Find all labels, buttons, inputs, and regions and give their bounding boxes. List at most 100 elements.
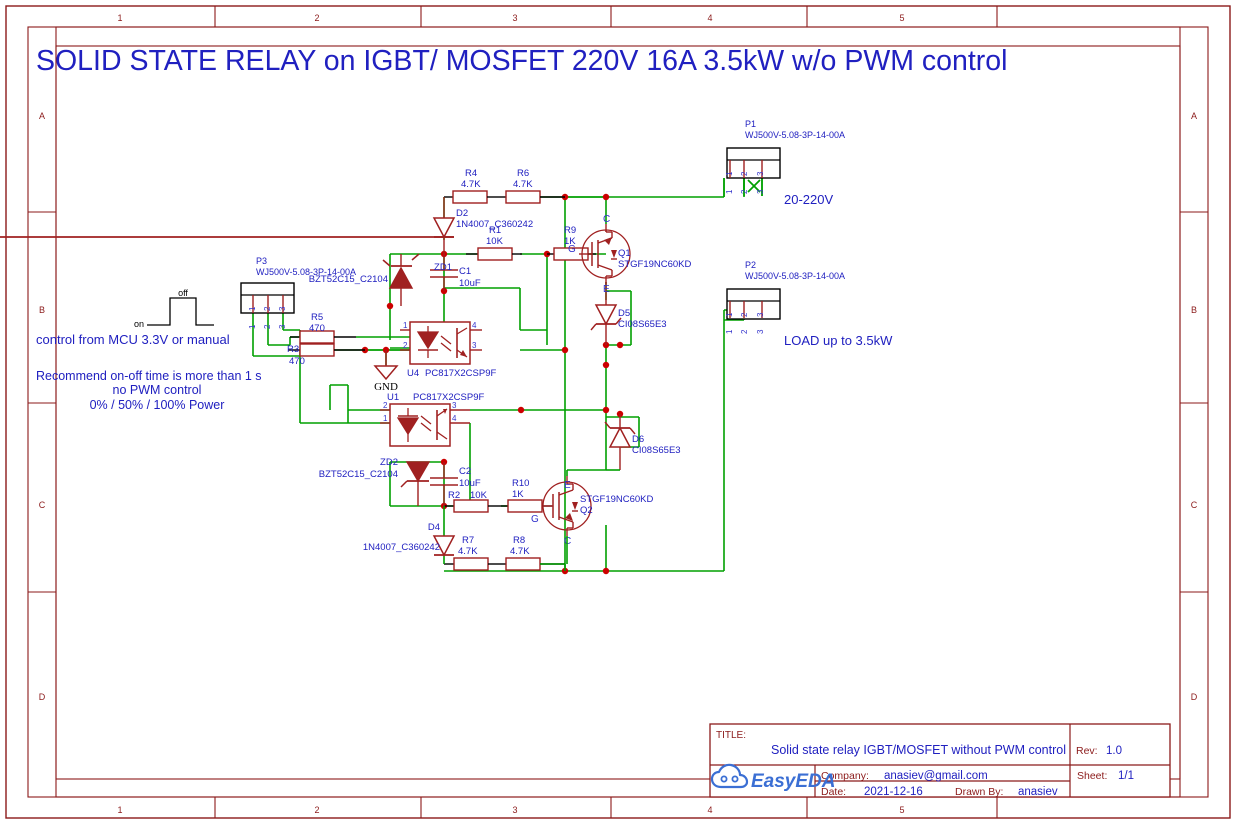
c2-value: 10uF (459, 478, 481, 489)
easyeda-logo: EasyEDA (710, 763, 836, 792)
r3-refdes: R3 (287, 344, 299, 355)
p3-pin-3-inner: 3 (278, 306, 287, 311)
d2-refdes: D2 (456, 208, 468, 219)
p3-refdes: P3 (256, 256, 267, 266)
zd1-value: BZT52C15_C2104 (309, 274, 388, 285)
d5-refdes: D5 (618, 308, 630, 319)
optocoupler-u1[interactable] (380, 403, 470, 447)
row-label-right-d: D (1191, 692, 1198, 702)
connector-p3[interactable]: 1 2 3 1 2 3 (240, 282, 295, 329)
resistor-r2[interactable] (444, 499, 500, 513)
note-control-source: control from MCU 3.3V or manual (36, 332, 230, 347)
col-label-bottom-5: 5 (899, 805, 904, 815)
diode-d4[interactable] (432, 520, 456, 557)
r9-value: 1K (564, 236, 576, 247)
d2-value: 1N4007_C360242 (456, 219, 533, 230)
p1-pin-2-outer: 2 (740, 189, 749, 194)
titleblock-rev-value: 1.0 (1106, 745, 1122, 757)
titleblock-title-value: Solid state relay IGBT/MOSFET without PW… (771, 743, 1066, 757)
r2-refdes: R2 (448, 490, 460, 501)
zener-zd2[interactable] (390, 461, 435, 506)
titleblock-drawn-label: Drawn By: (955, 786, 1003, 798)
p3-pin-3-outer: 3 (278, 324, 287, 329)
resistor-r4[interactable] (444, 190, 497, 204)
p1-pin-2-inner: 2 (740, 171, 749, 176)
waveform-on-label: on (134, 319, 144, 329)
frame-row-labels-left: A B C D (39, 111, 46, 702)
zd2-refdes: ZD2 (380, 457, 398, 468)
note-recommend-line2: no PWM control (113, 383, 202, 397)
resistor-r1[interactable] (466, 247, 522, 261)
p1-value: WJ500V-5.08-3P-14-00A (745, 130, 845, 140)
r6-refdes: R6 (517, 168, 529, 179)
row-label-right-a: A (1191, 111, 1197, 121)
frame-row-dividers (28, 211, 1208, 593)
resistor-r7[interactable] (444, 557, 498, 571)
r7-value: 4.7K (458, 546, 478, 557)
p3-pin-2-outer: 2 (263, 324, 272, 329)
zener-zd1[interactable] (382, 253, 420, 306)
p2-pin-1-outer: 1 (725, 329, 734, 334)
connector-p1[interactable]: 1 2 3 1 2 3 (725, 147, 781, 194)
col-label-bottom-4: 4 (707, 805, 712, 815)
transistor-q1[interactable] (579, 224, 631, 284)
p2-pin-2-inner: 2 (740, 312, 749, 317)
row-label-right-b: B (1191, 305, 1197, 315)
gnd-label: GND (374, 381, 398, 393)
titleblock-date-label: Date: (821, 786, 846, 798)
p2-pin-3-outer: 3 (756, 329, 765, 334)
q2-value: STGF19NC60KD (580, 494, 654, 505)
u1-pin-2: 2 (383, 401, 388, 410)
q2-pin-e: E (564, 480, 571, 491)
q1-value: STGF19NC60KD (618, 259, 692, 270)
p3-pin-1-outer: 1 (248, 324, 257, 329)
u4-pin-2: 2 (403, 341, 408, 350)
connector-p2[interactable]: 1 2 3 1 2 3 (725, 288, 781, 334)
p2-refdes: P2 (745, 260, 756, 270)
r1-refdes: R1 (489, 225, 501, 236)
p2-value: WJ500V-5.08-3P-14-00A (745, 271, 845, 281)
resistor-r6[interactable] (497, 190, 565, 204)
q1-pin-e: E (603, 284, 610, 295)
u4-pin-3: 3 (472, 341, 477, 350)
capacitor-c1[interactable] (430, 254, 458, 291)
capacitor-c2[interactable] (430, 462, 458, 506)
transistor-q2[interactable] (542, 476, 592, 536)
p1-pin-1-outer: 1 (725, 189, 734, 194)
r4-refdes: R4 (465, 168, 477, 179)
p3-value: WJ500V-5.08-3P-14-00A (256, 267, 356, 277)
row-label-b: B (39, 305, 45, 315)
sheet-border (5, 5, 1231, 819)
d5-value: CI08S65E3 (618, 319, 667, 330)
resistor-r3[interactable] (288, 343, 365, 357)
r8-refdes: R8 (513, 535, 525, 546)
r10-refdes: R10 (512, 478, 529, 489)
p2-pin-2-outer: 2 (740, 329, 749, 334)
p2-pin-3-inner: 3 (756, 312, 765, 317)
d6-value: CI08S65E3 (632, 445, 681, 456)
diode-d5[interactable] (590, 282, 622, 345)
gnd-symbol (373, 350, 399, 381)
d4-value: 1N4007_C360242 (363, 542, 440, 553)
p1-pin-3-inner: 3 (756, 171, 765, 176)
optocoupler-u4[interactable] (400, 321, 482, 365)
note-supply-voltage: 20-220V (784, 192, 833, 207)
r3-value: 470 (289, 356, 305, 367)
r6-value: 4.7K (513, 179, 533, 190)
u1-pin-1: 1 (383, 414, 388, 423)
diode-d6[interactable] (604, 414, 688, 470)
diode-d2[interactable] (0, 197, 456, 254)
titleblock-date-value: 2021-12-16 (864, 786, 923, 798)
resistor-r5[interactable] (290, 330, 356, 344)
u4-refdes: U4 (407, 368, 419, 379)
col-label-bottom-1: 1 (117, 805, 122, 815)
frame-column-labels-top: 1 2 3 4 5 (117, 13, 904, 23)
row-label-c: C (39, 500, 46, 510)
col-label-5: 5 (899, 13, 904, 23)
titleblock-company-label: Company: (821, 770, 869, 782)
q1-pin-c: C (603, 214, 610, 225)
row-label-right-c: C (1191, 500, 1198, 510)
resistor-r9[interactable] (547, 247, 596, 261)
frame-row-labels-right: A B C D (1191, 111, 1198, 702)
